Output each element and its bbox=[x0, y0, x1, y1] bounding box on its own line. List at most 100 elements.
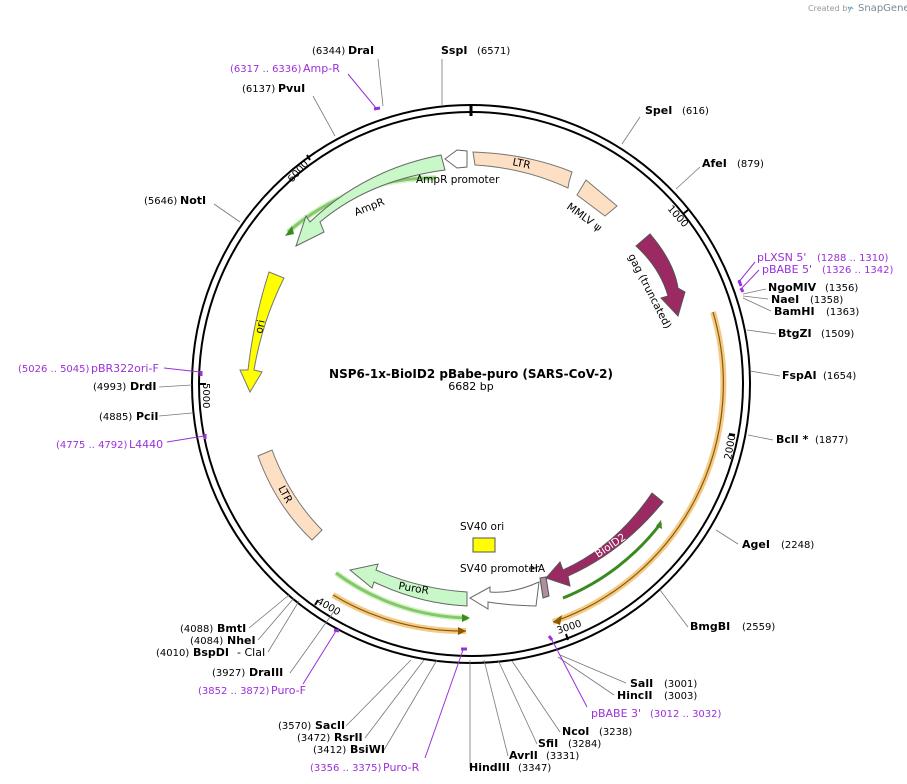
primer-pbabe-5[interactable]: pBABE 5' bbox=[762, 263, 812, 276]
feature-ltr-bottom[interactable] bbox=[257, 449, 323, 541]
feature-sv40-ori[interactable] bbox=[472, 537, 496, 553]
enzyme-pos-bcli: (1877) bbox=[815, 435, 848, 446]
plasmid-title: NSP6-1x-BioID2 pBabe-puro (SARS-CoV-2) bbox=[329, 367, 613, 381]
enzyme-hindiii[interactable]: HindIII bbox=[469, 761, 510, 774]
enzyme-pos-ngomiv: (1356) bbox=[825, 283, 858, 294]
enzyme-nhei[interactable]: NheI bbox=[227, 634, 256, 647]
enzyme-bspdi[interactable]: BspDI bbox=[193, 646, 229, 659]
snapgene-logo-icon: ⌁ bbox=[848, 3, 854, 14]
enzyme-pos-drai: (6344) bbox=[312, 46, 345, 57]
enzyme-pos-noti: (5646) bbox=[144, 196, 177, 207]
enzyme-drdi[interactable]: DrdI bbox=[130, 380, 157, 393]
feature-ampr[interactable] bbox=[295, 154, 446, 247]
enzyme-naei[interactable]: NaeI bbox=[771, 293, 799, 306]
enzyme-pos-pvui: (6137) bbox=[242, 84, 275, 95]
enzyme-pos-bspdi: (4010) bbox=[156, 648, 189, 659]
plasmid-length: 6682 bp bbox=[448, 380, 493, 393]
primer-pos-plxsn-5: (1288 .. 1310) bbox=[817, 253, 889, 264]
enzyme-btgzi[interactable]: BtgZI bbox=[778, 327, 812, 340]
primer-pbabe-3[interactable]: pBABE 3' bbox=[591, 707, 641, 720]
enzyme-pos-avrii: (3331) bbox=[546, 751, 579, 762]
feature-bioid2[interactable] bbox=[545, 492, 664, 587]
enzyme-clai[interactable]: - ClaI bbox=[237, 646, 265, 659]
enzyme-bsiwi[interactable]: BsiWI bbox=[350, 743, 385, 756]
primer-puro-f[interactable]: Puro-F bbox=[271, 684, 306, 697]
enzyme-agei[interactable]: AgeI bbox=[742, 538, 770, 551]
primer-pos-puro-r: (3356 .. 3375) bbox=[310, 763, 382, 774]
feature-ha[interactable] bbox=[539, 576, 550, 599]
enzyme-sspi[interactable]: SspI bbox=[441, 44, 467, 57]
enzyme-pos-naei: (1358) bbox=[810, 295, 843, 306]
tick-5000: 5000 bbox=[200, 383, 211, 408]
enzyme-pos-nhei: (4084) bbox=[190, 636, 223, 647]
enzyme-pos-sspi: (6571) bbox=[477, 46, 510, 57]
enzyme-ncoi[interactable]: NcoI bbox=[562, 725, 589, 738]
primer-puro-r[interactable]: Puro-R bbox=[383, 761, 420, 774]
enzyme-pos-bmgbi: (2559) bbox=[742, 622, 775, 633]
enzyme-pcii[interactable]: PciI bbox=[136, 410, 158, 423]
feature-ori[interactable] bbox=[239, 271, 285, 394]
enzyme-pos-sacii: (3570) bbox=[278, 721, 311, 732]
enzyme-pos-drdi: (4993) bbox=[93, 382, 126, 393]
feature-gag[interactable] bbox=[635, 233, 686, 317]
primer-pos-pbr322ori-f: (5026 .. 5045) bbox=[18, 364, 90, 375]
enzyme-fspai[interactable]: FspAI bbox=[782, 369, 817, 382]
feature-ltr-top[interactable] bbox=[472, 151, 573, 189]
enzyme-pos-agei: (2248) bbox=[781, 540, 814, 551]
watermark-brand: SnapGene bbox=[858, 3, 907, 14]
enzyme-draiii[interactable]: DraIII bbox=[249, 666, 283, 679]
primer-amp-r[interactable]: Amp-R bbox=[303, 62, 340, 75]
enzyme-pos-fspai: (1654) bbox=[823, 371, 856, 382]
ltr-top-label: LTR bbox=[511, 156, 531, 172]
enzyme-bcli[interactable]: BclI * bbox=[776, 433, 809, 446]
enzyme-pos-bamhi: (1363) bbox=[826, 307, 859, 318]
ampr-promoter-label: AmpR promoter bbox=[416, 174, 500, 186]
enzyme-bmti[interactable]: BmtI bbox=[217, 622, 246, 635]
primer-pos-l4440: (4775 .. 4792) bbox=[56, 440, 128, 451]
enzyme-pos-hindiii: (3347) bbox=[518, 763, 551, 774]
enzyme-drai[interactable]: DraI bbox=[348, 44, 374, 57]
enzyme-sfii[interactable]: SfiI bbox=[538, 737, 558, 750]
enzyme-sali[interactable]: SalI bbox=[630, 677, 653, 690]
puror-label: PuroR bbox=[397, 580, 429, 597]
primer-plxsn-5[interactable]: pLXSN 5' bbox=[757, 251, 806, 264]
enzyme-pos-hincii: (3003) bbox=[664, 691, 697, 702]
enzyme-pos-rsrii: (3472) bbox=[297, 733, 330, 744]
enzyme-bmgbi[interactable]: BmgBI bbox=[690, 620, 730, 633]
feature-puror[interactable] bbox=[348, 563, 468, 607]
enzyme-spei[interactable]: SpeI bbox=[645, 104, 672, 117]
sv40-ori-label: SV40 ori bbox=[460, 521, 504, 533]
enzyme-pos-sali: (3001) bbox=[664, 679, 697, 690]
enzyme-pos-ncoi: (3238) bbox=[599, 727, 632, 738]
primer-pos-amp-r: (6317 .. 6336) bbox=[230, 64, 302, 75]
enzyme-noti[interactable]: NotI bbox=[180, 194, 206, 207]
enzyme-afei[interactable]: AfeI bbox=[702, 157, 727, 170]
ampr-label: AmpR bbox=[353, 196, 387, 219]
primer-pos-pbabe-5: (1326 .. 1342) bbox=[822, 265, 894, 276]
primer-pos-pbabe-3: (3012 .. 3032) bbox=[650, 709, 722, 720]
sv40-promoter-label: SV40 promoter bbox=[460, 563, 540, 575]
primer-pbr322ori-f[interactable]: pBR322ori-F bbox=[91, 362, 159, 375]
enzyme-pos-bsiwi: (3412) bbox=[313, 745, 346, 756]
feature-sv40-promoter[interactable] bbox=[469, 581, 540, 610]
enzyme-ngomiv[interactable]: NgoMIV bbox=[768, 281, 817, 294]
primer-l4440[interactable]: L4440 bbox=[129, 438, 163, 451]
ha-label: HA bbox=[530, 563, 546, 575]
watermark-prefix: Created by bbox=[808, 4, 852, 13]
enzyme-pvui[interactable]: PvuI bbox=[278, 82, 305, 95]
feature-ampr-promoter[interactable] bbox=[444, 149, 468, 169]
enzyme-rsrii[interactable]: RsrII bbox=[334, 731, 363, 744]
enzyme-bamhi[interactable]: BamHI bbox=[774, 305, 815, 318]
tick-2000: 2000 bbox=[723, 434, 738, 461]
bioid2-label: BioID2 bbox=[593, 531, 628, 560]
enzyme-avrii[interactable]: AvrII bbox=[509, 749, 538, 762]
enzyme-pos-btgzi: (1509) bbox=[821, 329, 854, 340]
feature-mmlv-psi[interactable] bbox=[576, 179, 618, 217]
enzyme-hincii[interactable]: HincII bbox=[617, 689, 653, 702]
enzyme-sacii[interactable]: SacII bbox=[315, 719, 345, 732]
enzyme-pos-pcii: (4885) bbox=[99, 412, 132, 423]
enzyme-pos-draiii: (3927) bbox=[212, 668, 245, 679]
enzyme-pos-sfii: (3284) bbox=[568, 739, 601, 750]
ori-label: ori bbox=[253, 319, 268, 335]
